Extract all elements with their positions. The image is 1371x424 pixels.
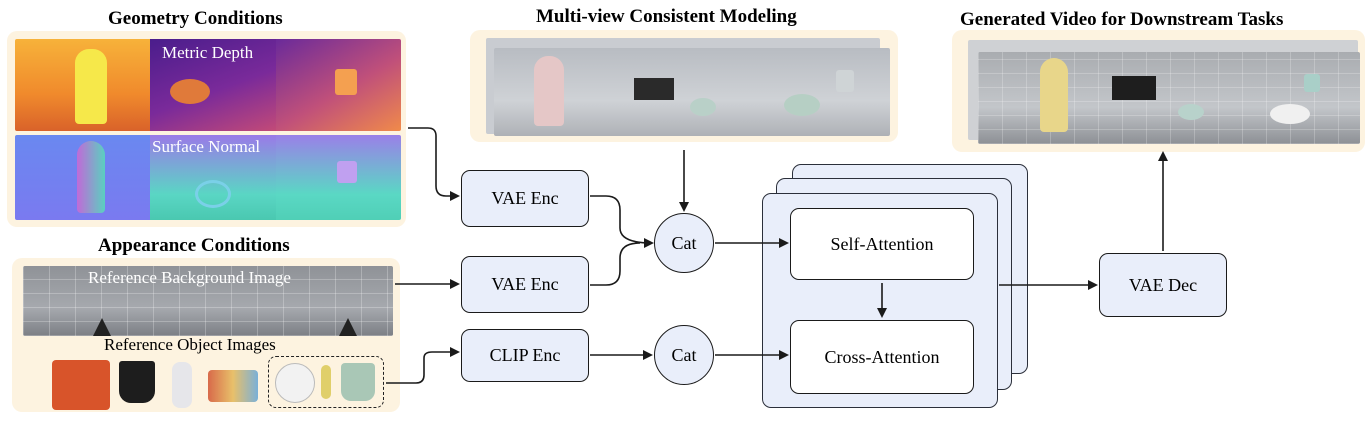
multiview-panel: [470, 30, 898, 142]
clip-encoder: CLIP Enc: [461, 329, 589, 382]
appearance-conditions-panel: Reference Background Image Reference Obj…: [12, 258, 400, 412]
snack-bag-object-image: [208, 370, 258, 402]
cross-attention-block: Cross-Attention: [790, 320, 974, 394]
geometry-conditions-title: Geometry Conditions: [108, 8, 283, 29]
multiview-modeling-title: Multi-view Consistent Modeling: [536, 6, 797, 27]
cup-object-image: [341, 363, 375, 401]
selected-objects-group: [268, 356, 384, 408]
generated-video-panel: [952, 30, 1365, 152]
reference-background-image: [23, 266, 393, 336]
ref-objects-label: Reference Object Images: [104, 335, 276, 354]
toolbox-object-image: [52, 360, 110, 410]
ref-background-label: Reference Background Image: [88, 268, 291, 287]
cutlery-object-image: [172, 362, 192, 408]
vae-decoder: VAE Dec: [1099, 253, 1227, 317]
concat-node-clip: Cat: [654, 325, 714, 385]
vae-encoder-geometry: VAE Enc: [461, 170, 589, 227]
spoon-object-image: [321, 365, 331, 399]
self-attention-block: Self-Attention: [790, 208, 974, 280]
appearance-conditions-title: Appearance Conditions: [98, 235, 290, 256]
surface-normal-label: Surface Normal: [152, 137, 261, 156]
generated-video-title: Generated Video for Downstream Tasks: [960, 9, 1284, 30]
geometry-conditions-panel: Metric Depth Surface Normal: [7, 31, 406, 227]
plate-object-image: [275, 363, 315, 403]
metric-depth-image: [15, 39, 401, 131]
metric-depth-label: Metric Depth: [162, 43, 254, 62]
generated-video-frames: [978, 52, 1360, 144]
multiview-video-frames: [494, 48, 890, 136]
concat-node-latent: Cat: [654, 213, 714, 273]
vae-encoder-appearance: VAE Enc: [461, 256, 589, 313]
trash-bin-object-image: [119, 361, 155, 403]
surface-normal-image: [15, 135, 401, 220]
